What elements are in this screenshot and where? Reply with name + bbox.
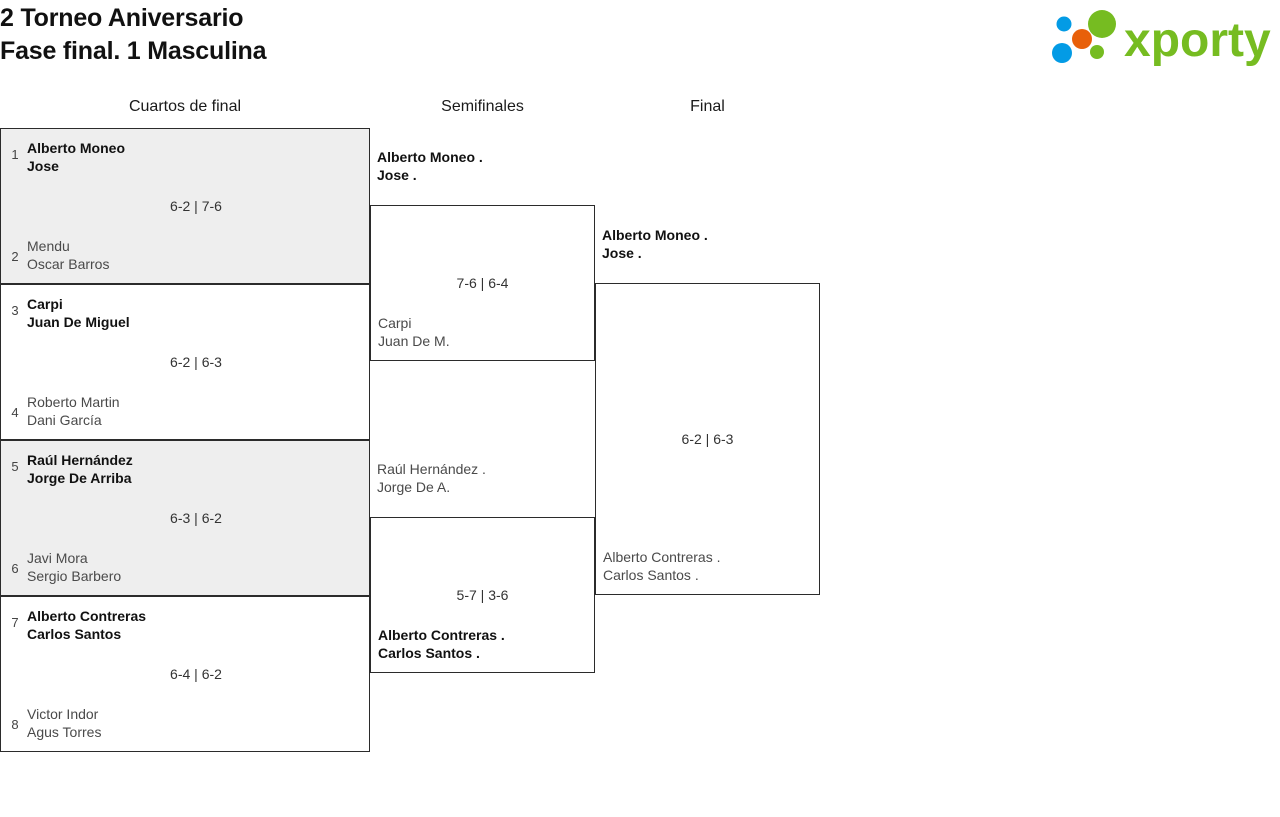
team-top[interactable]: Carpi Juan De Miguel <box>1 295 369 331</box>
match-quarterfinal-3[interactable]: 5 Raúl Hernández Jorge De Arriba 6-3 | 6… <box>0 440 370 596</box>
player-name: Carlos Santos . <box>378 645 480 661</box>
team-top[interactable]: Raúl Hernández Jorge De Arriba <box>1 451 369 487</box>
logo-dot-green-small <box>1090 45 1104 59</box>
player-name: Jorge De Arriba <box>27 470 132 486</box>
match-score: 5-7 | 3-6 <box>456 587 509 603</box>
seed-number: 2 <box>11 249 19 264</box>
player-name: Alberto Moneo <box>27 140 125 156</box>
semifinal-2-top-team[interactable]: Raúl Hernández . Jorge De A. <box>377 460 486 496</box>
round-header-semifinals: Semifinales <box>441 98 524 115</box>
logo-dot-orange <box>1072 29 1092 49</box>
team-bottom[interactable]: Victor Indor Agus Torres <box>1 705 369 741</box>
match-score: 6-3 | 6-2 <box>170 510 222 526</box>
xporty-logo: xporty <box>1040 8 1272 68</box>
player-name: Jorge De A. <box>377 479 451 495</box>
match-score: 6-4 | 6-2 <box>170 666 222 682</box>
player-name: Alberto Moneo . <box>377 149 483 165</box>
team-bottom[interactable]: Alberto Contreras . Carlos Santos . <box>371 626 594 662</box>
player-name: Jose <box>27 158 59 174</box>
player-name: Jose . <box>602 245 642 261</box>
player-name: Oscar Barros <box>27 256 110 272</box>
player-name: Alberto Contreras . <box>603 549 721 565</box>
semifinal-1-top-team[interactable]: Alberto Moneo . Jose . <box>377 148 483 184</box>
logo-dot-blue-small <box>1056 16 1072 32</box>
team-bottom[interactable]: Roberto Martin Dani García <box>1 393 369 429</box>
match-score: 6-2 | 6-3 <box>681 431 734 447</box>
bracket-grid: 1 Alberto Moneo Jose 6-2 | 7-6 2 Mendu O… <box>0 128 1280 768</box>
player-name: Carlos Santos . <box>603 567 699 583</box>
match-quarterfinal-2[interactable]: 3 Carpi Juan De Miguel 6-2 | 6-3 4 Rober… <box>0 284 370 440</box>
player-name: Jose . <box>377 167 417 183</box>
round-header-final: Final <box>690 98 725 115</box>
page-title: 2 Torneo Aniversario Fase final. 1 Mascu… <box>0 2 900 68</box>
player-name: Roberto Martin <box>27 394 120 410</box>
player-name: Carpi <box>378 315 412 331</box>
final-top-team[interactable]: Alberto Moneo . Jose . <box>602 226 708 262</box>
player-name: Raúl Hernández . <box>377 461 486 477</box>
logo-dot-green-large <box>1088 10 1116 38</box>
team-bottom[interactable]: Alberto Contreras . Carlos Santos . <box>596 548 819 584</box>
player-name: Carpi <box>27 296 63 312</box>
player-name: Sergio Barbero <box>27 568 122 584</box>
seed-number: 6 <box>11 561 19 576</box>
player-name: Raúl Hernández <box>27 452 133 468</box>
logo-wordmark: xporty <box>1124 14 1271 67</box>
seed-number: 1 <box>11 147 19 162</box>
player-name: Javi Mora <box>27 550 88 566</box>
seed-number: 7 <box>11 615 19 630</box>
page-title-line-1: 2 Torneo Aniversario <box>0 4 244 32</box>
match-quarterfinal-1[interactable]: 1 Alberto Moneo Jose 6-2 | 7-6 2 Mendu O… <box>0 128 370 284</box>
team-top[interactable]: Alberto Moneo Jose <box>1 139 369 175</box>
player-name: Juan De Miguel <box>27 314 130 330</box>
team-top[interactable]: Alberto Contreras Carlos Santos <box>1 607 369 643</box>
seed-number: 3 <box>11 303 19 318</box>
player-name: Victor Indor <box>27 706 99 722</box>
match-score: 6-2 | 6-3 <box>170 354 222 370</box>
player-name: Alberto Moneo . <box>602 227 708 243</box>
player-name: Dani García <box>27 412 102 428</box>
team-bottom[interactable]: Carpi Juan De M. <box>371 314 594 350</box>
round-header-quarterfinals: Cuartos de final <box>128 98 242 115</box>
seed-number: 5 <box>11 459 19 474</box>
player-name: Alberto Contreras . <box>378 627 505 643</box>
player-name: Mendu <box>27 238 70 254</box>
match-score: 7-6 | 6-4 <box>456 275 509 291</box>
logo-dot-blue-large <box>1052 43 1072 63</box>
seed-number: 8 <box>11 717 19 732</box>
match-quarterfinal-4[interactable]: 7 Alberto Contreras Carlos Santos 6-4 | … <box>0 596 370 752</box>
match-score: 6-2 | 7-6 <box>170 198 222 214</box>
seed-number: 4 <box>11 405 19 420</box>
player-name: Agus Torres <box>27 724 102 740</box>
team-bottom[interactable]: Mendu Oscar Barros <box>1 237 369 273</box>
player-name: Juan De M. <box>378 333 450 349</box>
player-name: Carlos Santos <box>27 626 122 642</box>
page-title-line-2: Fase final. 1 Masculina <box>0 37 267 65</box>
match-semifinal-1[interactable]: 7-6 | 6-4 Carpi Juan De M. <box>370 205 595 361</box>
player-name: Alberto Contreras <box>27 608 147 624</box>
match-semifinal-2[interactable]: 5-7 | 3-6 Alberto Contreras . Carlos San… <box>370 517 595 673</box>
match-final[interactable]: 6-2 | 6-3 Alberto Contreras . Carlos San… <box>595 283 820 595</box>
team-bottom[interactable]: Javi Mora Sergio Barbero <box>1 549 369 585</box>
